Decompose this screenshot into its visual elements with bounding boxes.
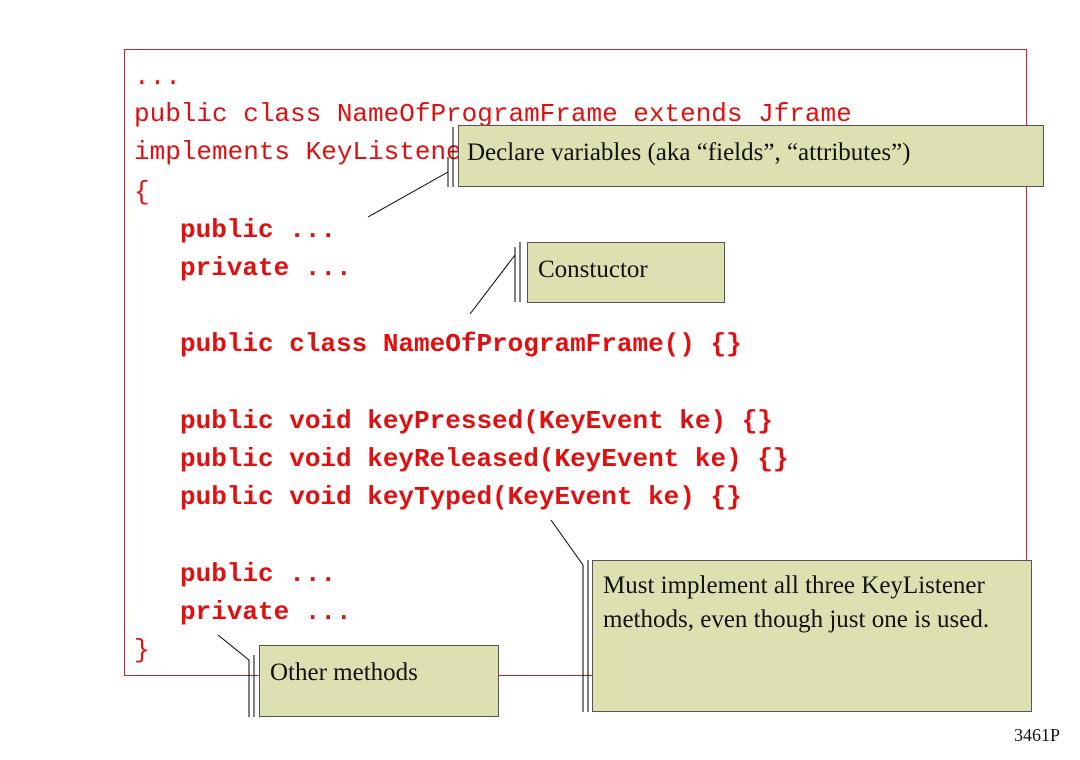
callout-other-methods: Other methods	[259, 645, 499, 717]
callout-other-methods-text: Other methods	[270, 659, 418, 686]
code-line-public-field: public ...	[180, 215, 337, 245]
code-line-constructor: public class NameOfProgramFrame() {}	[180, 329, 742, 359]
slide-id: 3461P	[1013, 725, 1060, 745]
callout-fields-text: Declare variables (aka “fields”, “attrib…	[467, 139, 911, 166]
code-line-private-field: private ...	[180, 253, 352, 283]
code-line-implements: implements KeyListener	[134, 137, 478, 167]
code-line-key-released: public void keyReleased(KeyEvent ke) {}	[180, 444, 789, 474]
code-line-private-method: private ...	[180, 597, 352, 627]
code-line-ellipsis: ...	[134, 62, 181, 92]
callout-interface-methods: Must implement all three KeyListener met…	[592, 560, 1032, 712]
code-line-open-brace: {	[134, 177, 150, 207]
callout-constructor-text: Constuctor	[538, 256, 648, 283]
code-line-public-method: public ...	[180, 559, 337, 589]
code-line-key-pressed: public void keyPressed(KeyEvent ke) {}	[180, 406, 773, 436]
code-line-class-declaration: public class NameOfProgramFrame extends …	[134, 99, 852, 129]
code-frame	[124, 49, 1027, 676]
callout-fields: Declare variables (aka “fields”, “attrib…	[458, 125, 1044, 187]
callout-constructor: Constuctor	[527, 242, 725, 303]
code-line-close-brace: }	[134, 635, 150, 665]
code-line-key-typed: public void keyTyped(KeyEvent ke) {}	[180, 482, 742, 512]
callout-interface-methods-text: Must implement all three KeyListener met…	[603, 572, 990, 633]
